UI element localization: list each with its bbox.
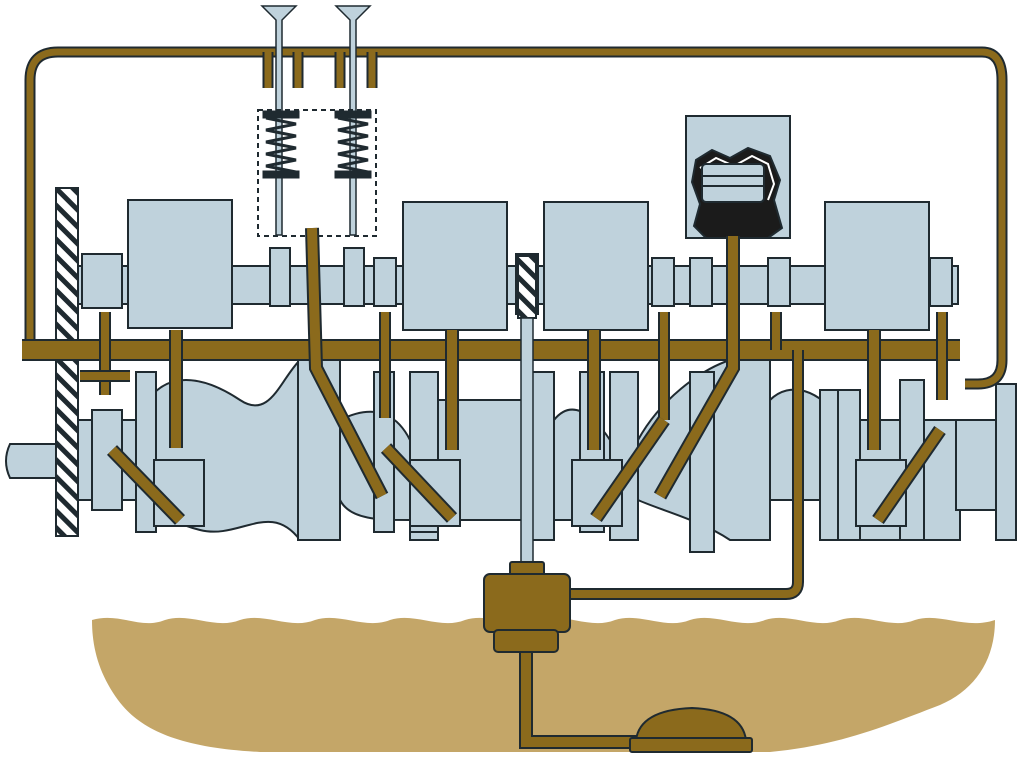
piston-1: [127, 199, 233, 329]
pump-outlet-line: [566, 350, 804, 600]
oil-pan: [92, 617, 995, 752]
valve-oil-feeds: [262, 52, 378, 88]
piston-6: [824, 201, 930, 331]
piston-3: [402, 201, 508, 331]
connecting-rods: [106, 227, 946, 525]
pump-drive-gear: [517, 255, 537, 319]
gallery-branches: [80, 312, 948, 420]
timing-gear: [55, 187, 79, 537]
oil-pickup-strainer: [629, 706, 753, 753]
oil-pickup-tube: [519, 646, 640, 749]
valve-spring-right: [334, 110, 372, 179]
piston-4: [543, 201, 649, 331]
pistons: [127, 199, 930, 331]
cutaway-piston: [685, 115, 791, 239]
pump-drive-shaft: [520, 317, 534, 569]
valve-spring-left: [262, 110, 300, 179]
oil-pump: [483, 561, 571, 653]
crankshaft-nose: [5, 443, 57, 479]
valve-spring-housing: [257, 109, 377, 237]
